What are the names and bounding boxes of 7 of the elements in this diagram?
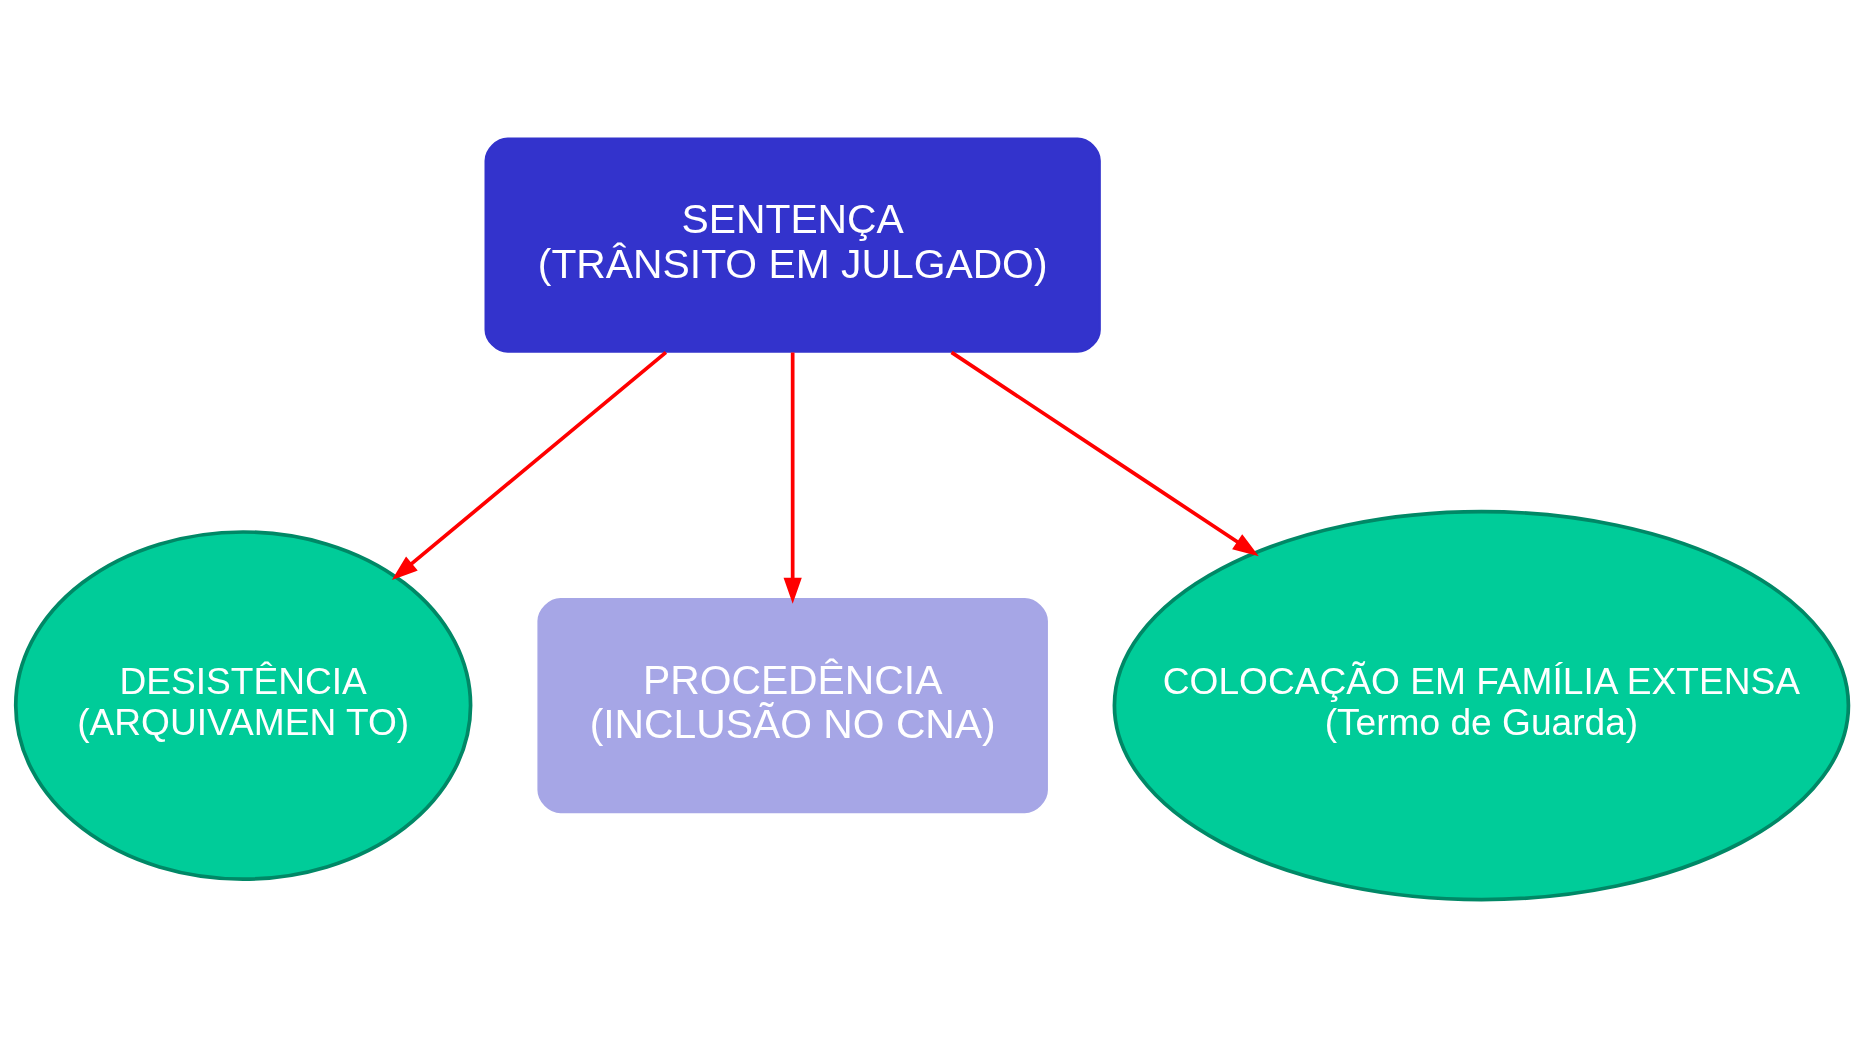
node-ellipse: COLOCAÇÃO EM FAMÍLIA EXTENSA (Termo de Guarda) [1112, 509, 1851, 902]
node-box: SENTENÇA (TRÂNSITO EM JULGADO) [484, 137, 1101, 353]
arrow [950, 350, 1259, 557]
node-ellipse: DESISTÊNCIA (ARQUIVAMEN TO) [13, 530, 473, 881]
node-box: PROCEDÊNCIA (INCLUSÃO NO CNA) [537, 597, 1048, 814]
arrow [783, 352, 802, 604]
arrow [391, 350, 668, 581]
